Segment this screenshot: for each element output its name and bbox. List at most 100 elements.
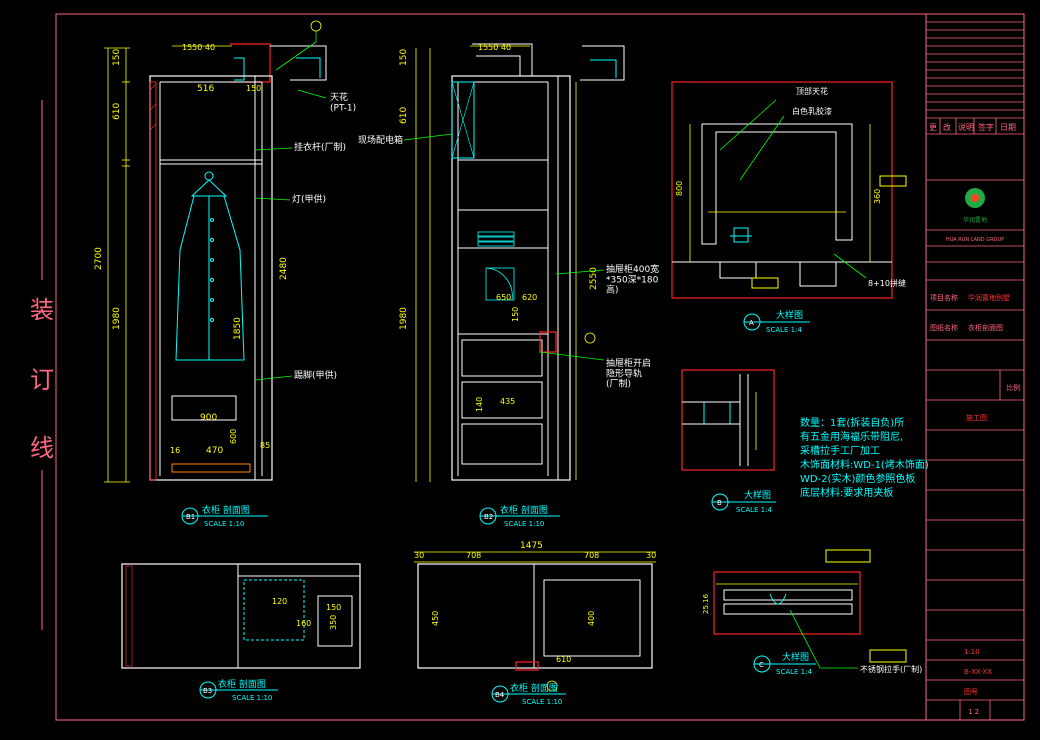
v3-scale: SCALE 1:10 [232,694,272,702]
note-line-4: 木饰面材料:WD-1(烤木饰面) [800,458,929,471]
v1-dim-2480: 2480 [279,257,289,280]
v2-dim-610: 610 [399,107,409,124]
general-notes: 数量：1套(拆装自负)所 有五金用海福乐带阻尼, 采槽拉手工厂加工 木饰面材料:… [800,416,929,499]
rev-header-2: 改 [943,122,951,132]
company-name: 华润置地 [963,216,987,224]
v1-dim-16: 16 [170,446,180,455]
v3-dim-120: 120 [272,597,287,606]
v2-dim-650: 650 [496,293,511,302]
rev-header-4: 签字 [978,122,994,132]
detail-2: B 大样图 SCALE 1:4 [681,369,776,514]
phase-value: 施工图 [966,413,987,422]
rev-header-3: 说明 [958,122,974,132]
note-line-5: WD-2(实木)颜色参照色板 [800,472,915,485]
view-4-plan: 1475 30 708 708 30 450 400 610 B4 衣柜 剖面图… [414,541,656,706]
view-1-section: 150 610 2700 1980 2480 1850 516 150 900 … [94,20,356,528]
v2-callout-box: 现场配电箱 [358,134,403,146]
v1-dim-610: 610 [112,103,122,120]
v1-label: 衣柜 剖面图 [202,504,250,516]
v4-label: 衣柜 剖面图 [510,682,558,694]
note-line-1: 数量：1套(拆装自负)所 [800,416,904,429]
v2-dim-top: 1550 40 [478,43,511,52]
note-line-6: 底层材料:要求用夹板 [800,486,893,499]
binding-char-3: 线 [30,434,54,462]
binding-char-2: 订 [30,366,54,394]
v4-dim-708a: 708 [466,551,481,560]
rev-header-1: 更 [929,123,937,132]
v2-dim-1980: 1980 [399,307,409,330]
v4-dim-610: 610 [556,655,571,664]
detail-3: 25.16 不锈钢拉手(厂制) C 大样图 SCALE 1:4 [702,549,922,676]
company-sub: HUA RUN LAND GROUP [946,237,1004,243]
note-line-2: 有五金用海福乐带阻尼, [800,430,903,443]
project-value: 华润置地别墅 [968,293,1010,302]
d2-label: 大样图 [744,489,771,501]
view-2-section: 150 610 1980 2550 650 620 435 150 140 15… [358,43,659,528]
d1-callout-gap: 8+10拼缝 [868,278,906,288]
note-line-3: 采槽拉手工厂加工 [800,444,880,457]
v2-dim-2550: 2550 [589,267,599,290]
d1-callout-paint: 白色乳胶漆 [792,106,832,116]
d3-dim-25: 25.16 [702,593,710,614]
scale-label: 比例 [1006,383,1020,392]
v2-label: 衣柜 剖面图 [500,504,548,516]
v3-tag: B3 [203,687,212,695]
d3-label: 大样图 [782,651,809,663]
v4-dim-total: 1475 [520,541,543,551]
v2-electric-box [451,81,475,159]
binding-char-1: 装 [30,296,54,324]
title-block: 更 改 说明 签字 日期 华润置地 HUA RUN LAND GROUP 项目名… [926,21,1024,720]
v1-callout-rail: 挂衣杆(厂制) [294,141,346,153]
sheet-label: 图号 [964,688,978,696]
v1-tag: B1 [186,513,195,521]
scale-value: 1:10 [964,648,980,656]
d3-callout-handle: 不锈钢拉手(厂制) [860,664,922,674]
v4-dim-400: 400 [587,611,596,626]
rev-header-5: 日期 [1000,123,1016,132]
v2-tag: B2 [484,513,493,521]
d1-tag: A [749,319,754,327]
v4-dim-450: 450 [431,611,440,626]
v2-dim-150: 150 [399,49,409,66]
v2-dim-150w: 150 [511,307,520,322]
drawing-label: 图纸名称 [930,323,958,332]
v1-dim-top: 1550 40 [182,43,215,52]
d3-scale: SCALE 1:4 [776,668,812,676]
v3-dim-350: 350 [329,615,338,630]
v2-dim-620: 620 [522,293,537,302]
d1-label: 大样图 [776,309,803,321]
v1-dim-150w: 150 [246,84,261,93]
v4-tag: B4 [495,691,505,699]
company-logo [965,188,985,208]
d2-tag: B [717,499,722,507]
project-label: 项目名称 [930,293,958,302]
page-number: 1 2 [968,708,979,716]
drawing-value: 衣柜剖面图 [968,323,1003,332]
v1-dim-900: 900 [200,413,217,423]
v1-skirting [171,463,251,473]
v1-coat [175,171,245,361]
v1-callout-ceiling: 天花(PT-1) [330,91,356,113]
v1-ceiling-profile [270,45,327,81]
view-3-plan: 160 350 120 150 B3 衣柜 剖面图 SCALE 1:10 [121,563,361,702]
v1-dim-1850: 1850 [233,317,243,340]
v1-dim-1980: 1980 [112,307,122,330]
sheet-border [55,13,1025,721]
v2-scale: SCALE 1:10 [504,520,544,528]
v4-dim-708b: 708 [584,551,599,560]
detail-1: 800 360 顶部天花 白色乳胶漆 8+10拼缝 A 大样图 SCALE 1:… [671,81,907,334]
v1-dim-2700: 2700 [94,247,104,270]
d3-tag: C [759,661,764,669]
v4-dim-30b: 30 [646,551,656,560]
v4-scale: SCALE 1:10 [522,698,562,706]
d1-scale: SCALE 1:4 [766,326,802,334]
v2-cabinet-body [451,75,571,481]
v1-dim-516: 516 [197,84,214,94]
v3-label: 衣柜 剖面图 [218,678,266,690]
v3-dim-150: 150 [326,603,341,612]
v1-dim-150: 150 [112,49,122,66]
d2-scale: SCALE 1:4 [736,506,772,514]
